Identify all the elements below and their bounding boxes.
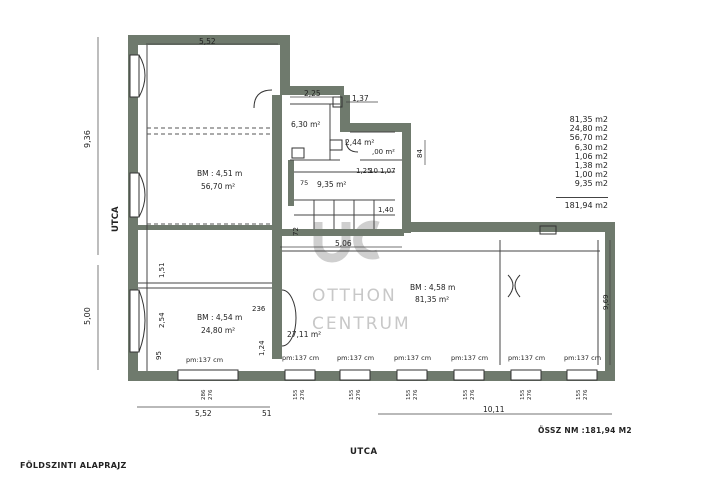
dim-140: 1,40 bbox=[378, 206, 394, 214]
dim-124: 1,24 bbox=[258, 340, 266, 356]
dimension-lines bbox=[97, 37, 612, 415]
window-height-2: 276 bbox=[356, 389, 362, 400]
dim-95: 95 bbox=[155, 351, 163, 360]
area-item: 9,35 m2 bbox=[574, 179, 608, 189]
window-width-3: 155 bbox=[406, 389, 412, 400]
street-bottom: UTCA bbox=[350, 447, 378, 457]
street-left: UTCA bbox=[111, 206, 121, 232]
room-top-left-area: 56,70 m² bbox=[201, 182, 235, 191]
room-bottom-left-bm: BM : 4,54 m bbox=[197, 313, 242, 322]
doors bbox=[253, 89, 521, 347]
window-labels-right: pm:137 cm pm:137 cm pm:137 cm pm:137 cm … bbox=[282, 354, 601, 362]
window-height-3: 276 bbox=[413, 389, 419, 400]
room-top-left-bm: BM : 4,51 m bbox=[197, 169, 242, 178]
bottom-windows bbox=[177, 369, 598, 381]
watermark-text-2: CENTRUM bbox=[312, 314, 411, 334]
small-area-00: ,00 m² bbox=[372, 148, 395, 156]
floor-caption: FÖLDSZINTI ALAPRAJZ bbox=[20, 461, 127, 470]
room-right-area: 81,35 m² bbox=[415, 295, 449, 304]
window-height-left: 276 bbox=[208, 389, 214, 400]
corridor-area: 27,11 m² bbox=[287, 330, 321, 339]
window-label-4: pm:137 cm bbox=[451, 354, 488, 362]
room-bottom-left-area: 24,80 m² bbox=[201, 326, 235, 335]
dim-top-137: 1,37 bbox=[352, 94, 369, 103]
small-10: 10 bbox=[369, 167, 378, 175]
area-list: 81,35 m2 24,80 m2 56,70 m2 6,30 m2 1,06 … bbox=[556, 115, 608, 210]
window-label-5: pm:137 cm bbox=[508, 354, 545, 362]
wc1-area: 6,30 m² bbox=[291, 120, 320, 129]
wc2-area: 2,44 m² bbox=[345, 138, 374, 147]
dim-151: 1,51 bbox=[158, 262, 166, 278]
window-label-1: pm:137 cm bbox=[282, 354, 319, 362]
area-item: 1,06 m2 bbox=[574, 151, 608, 161]
window-width-left: 286 bbox=[201, 389, 207, 400]
dim-bottom-1011: 10,11 bbox=[483, 405, 505, 414]
interior-lines bbox=[138, 45, 600, 371]
stair-area: 9,35 m² bbox=[317, 180, 346, 189]
area-item: 6,30 m2 bbox=[574, 142, 608, 152]
dim-top-225: 2,25 bbox=[304, 89, 321, 98]
dim-236: 236 bbox=[252, 305, 266, 313]
dim-84: 84 bbox=[416, 149, 424, 158]
dim-left-936: 9,36 bbox=[83, 130, 92, 148]
window-width-4: 155 bbox=[463, 389, 469, 400]
watermark-text-1: OTTHON bbox=[312, 286, 397, 306]
dim-72: 72 bbox=[292, 227, 300, 236]
window-width-2: 155 bbox=[349, 389, 355, 400]
window-width-5: 155 bbox=[520, 389, 526, 400]
room-right-bm: BM : 4,58 m bbox=[410, 283, 455, 292]
area-item: 56,70 m2 bbox=[569, 133, 608, 143]
window-label-6: pm:137 cm bbox=[564, 354, 601, 362]
window-label-2: pm:137 cm bbox=[337, 354, 374, 362]
window-width-1: 155 bbox=[293, 389, 299, 400]
dim-right-969: 9,69 bbox=[602, 294, 610, 310]
area-total: 181,94 m2 bbox=[556, 196, 608, 210]
dim-left-500: 5,00 bbox=[83, 307, 92, 325]
window-height-1: 276 bbox=[300, 389, 306, 400]
dim-bottom-51: 51 bbox=[262, 409, 272, 418]
small-107: 1,07 bbox=[380, 167, 396, 175]
dim-top-552: 5,52 bbox=[199, 37, 216, 46]
dim-mid-506: 5,06 bbox=[335, 239, 352, 248]
dim-254: 2,54 bbox=[158, 312, 166, 328]
area-item: 24,80 m2 bbox=[569, 124, 608, 134]
window-label-3: pm:137 cm bbox=[394, 354, 431, 362]
area-item: 81,35 m2 bbox=[569, 115, 608, 124]
window-label-left: pm:137 cm bbox=[186, 356, 223, 364]
left-windows bbox=[129, 54, 146, 353]
dim-bottom-552: 5,52 bbox=[195, 409, 212, 418]
area-item: 1,38 m2 bbox=[574, 161, 608, 171]
watermark-logo bbox=[313, 220, 380, 263]
window-height-4: 276 bbox=[470, 389, 476, 400]
fixtures bbox=[291, 96, 557, 235]
dim-75: 75 bbox=[300, 179, 308, 187]
small-125: 1,25 bbox=[356, 167, 372, 175]
window-size-labels: 286 276 155 276 155 276 155 276 155 276 … bbox=[201, 389, 589, 400]
window-height-6: 276 bbox=[583, 389, 589, 400]
total-area-label: ÖSSZ NM :181,94 M2 bbox=[538, 426, 632, 435]
window-height-5: 276 bbox=[527, 389, 533, 400]
window-width-6: 155 bbox=[576, 389, 582, 400]
area-item: 1,00 m2 bbox=[574, 170, 608, 180]
